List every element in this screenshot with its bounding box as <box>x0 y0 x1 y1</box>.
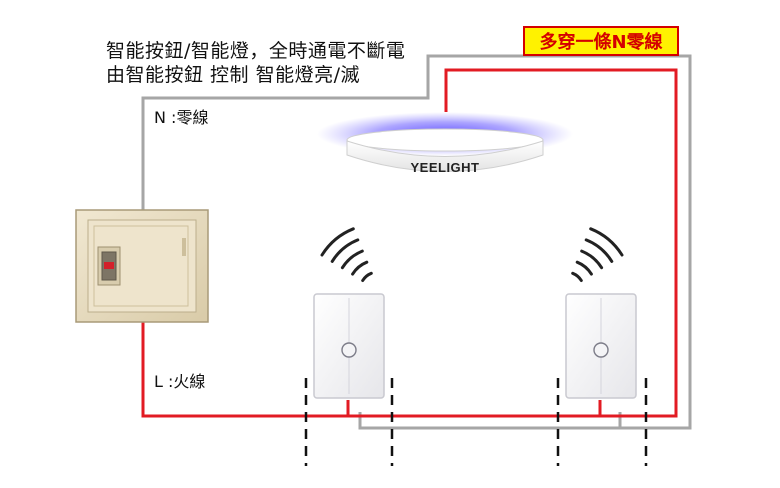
signal-arc <box>361 271 373 282</box>
neutral-wire-label: N :零線 <box>154 108 209 127</box>
breaker-panel-icon <box>75 209 209 323</box>
signal-arc <box>589 227 624 257</box>
signal-arc <box>320 227 355 257</box>
signal-arc <box>330 238 360 263</box>
signal-arc <box>340 249 364 270</box>
signal-arc <box>580 249 604 270</box>
signal-arc <box>575 260 593 276</box>
wall-box-guide <box>304 378 648 466</box>
callout-badge: 多穿一條N零線 <box>523 26 679 56</box>
caption-line-2: 由智能按鈕 控制 智能燈亮/滅 <box>106 64 360 86</box>
ceiling-lamp-icon: YEELIGHT <box>317 112 573 175</box>
wireless-signal-icon <box>571 227 624 282</box>
signal-arc <box>571 271 583 282</box>
touch-switch-icon <box>565 293 637 399</box>
live-wire-label: L :火線 <box>154 372 206 391</box>
caption-line-1: 智能按鈕/智能燈，全時通電不斷電 <box>106 40 406 62</box>
wireless-signal-icon <box>320 227 373 282</box>
lamp-brand-label: YEELIGHT <box>410 160 479 175</box>
signal-arc <box>351 260 369 276</box>
live-wire <box>141 68 678 418</box>
signal-arc <box>584 238 614 263</box>
touch-switch-icon <box>313 293 385 399</box>
